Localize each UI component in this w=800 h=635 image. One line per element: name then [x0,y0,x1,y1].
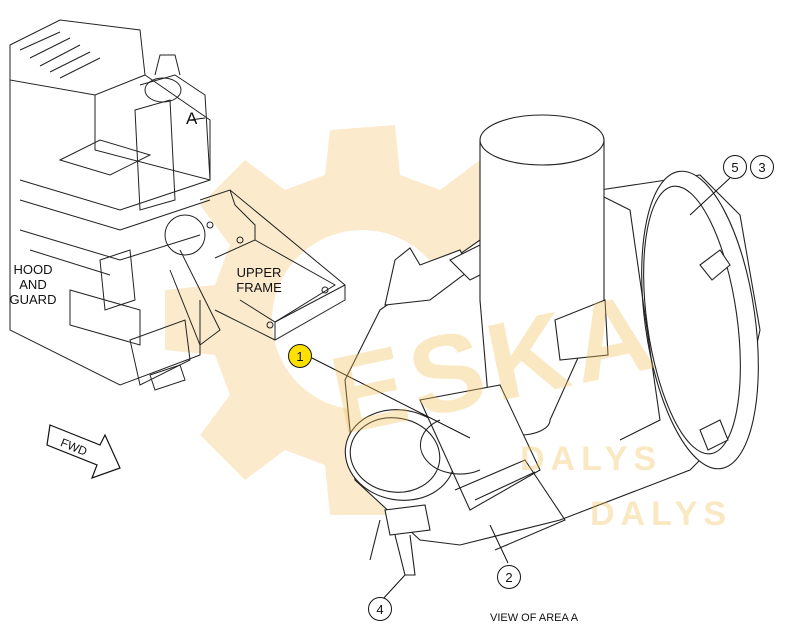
area-marker: A [186,109,198,128]
callout-3: 3 [750,155,774,179]
watermark-sub: DALYS [520,440,663,478]
air-cleaner-assembly [344,114,761,576]
callout-2: 2 [497,565,521,589]
hood-and-guard-label: HOOD AND GUARD [8,262,58,307]
callout-1: 1 [288,344,312,368]
hood-word: HOOD [13,262,53,277]
guard-word: GUARD [9,292,57,307]
and-word: AND [19,277,47,292]
callout-4: 4 [368,597,392,621]
machine-frame [9,19,221,391]
frame-word: FRAME [236,280,282,295]
fwd-arrow-icon [46,424,121,480]
watermark-sub-2: DALYS [590,495,733,533]
view-caption: VIEW OF AREA A [490,612,579,624]
callout-5: 5 [723,155,747,179]
upper-frame-label: UPPER FRAME [228,265,290,295]
leader-lines [189,117,731,601]
upper-word: UPPER [236,265,282,280]
upper-frame [199,189,346,341]
